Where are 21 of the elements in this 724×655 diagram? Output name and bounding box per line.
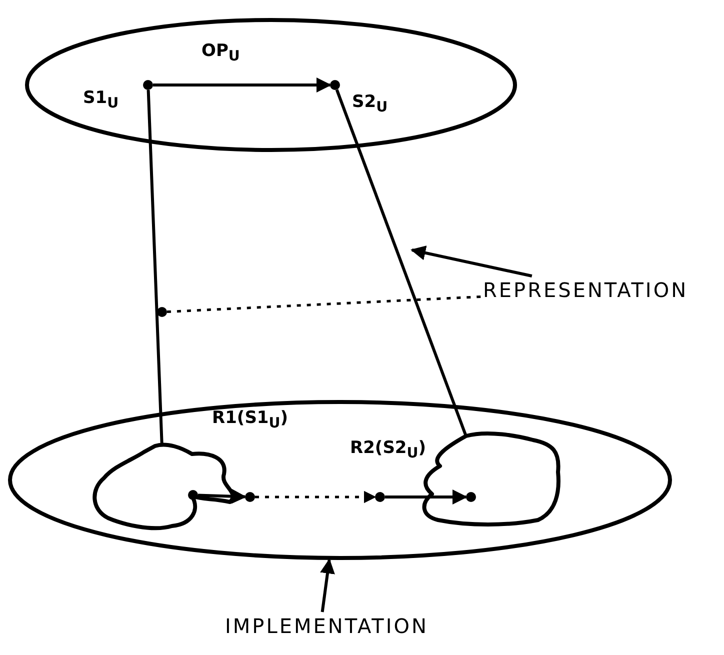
connector-line [166,295,484,314]
annotation-text: IMPLEMENTATION [225,614,428,638]
point [330,80,340,90]
arrow [255,490,376,504]
connector-line [335,89,468,437]
arrow [153,78,332,92]
connector-line [146,90,164,445]
point [143,80,153,90]
point [375,492,385,502]
node-label: R1(S1$_{U}$) [212,408,288,432]
arrow [320,558,335,612]
node-label: R2(S2$_{U}$) [350,438,426,462]
node-label: S1$_{U}$ [83,88,119,112]
arrow [198,488,246,504]
point [466,492,476,502]
annotation-text: REPRESENTATION [483,278,688,302]
arrow [410,246,532,278]
arrow [385,490,468,504]
point [188,490,198,500]
node-label: S2$_{U}$ [352,92,388,116]
point [245,492,255,502]
